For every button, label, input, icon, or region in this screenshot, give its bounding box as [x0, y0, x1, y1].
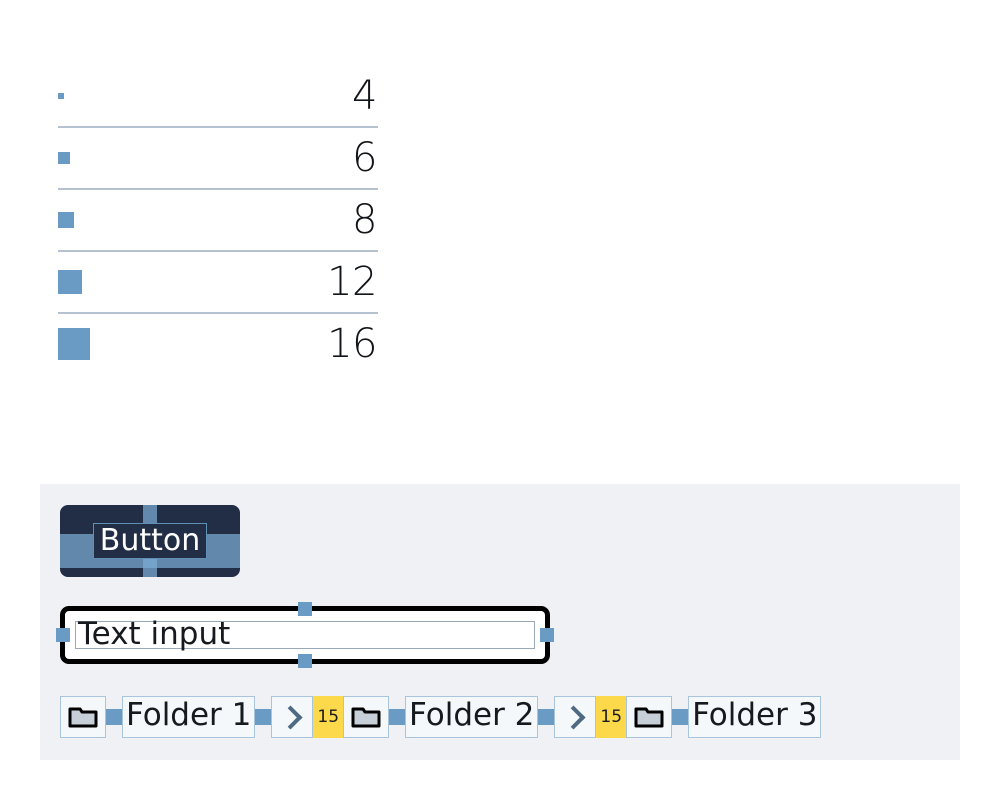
breadcrumb-item-icon-folder-2[interactable] [343, 696, 390, 738]
primary-button[interactable]: Button [60, 505, 240, 577]
breadcrumb-item-label: Folder 3 [692, 697, 818, 733]
breadcrumb-gap-marker [672, 709, 689, 725]
size-scale-value: 4 [352, 73, 377, 119]
padding-marker-left [56, 628, 70, 642]
breadcrumb-item-folder-2[interactable]: Folder 2 [405, 696, 539, 738]
padding-marker-right [540, 628, 554, 642]
chevron-right-icon [278, 704, 303, 730]
breadcrumb-item-folder-1[interactable]: Folder 1 [122, 696, 256, 738]
chevron-right-icon [561, 704, 586, 730]
breadcrumb-item-icon-folder-3[interactable] [626, 696, 673, 738]
text-input-value: Text input [78, 615, 231, 652]
breadcrumb-separator [271, 696, 314, 738]
breadcrumb-gap-value: 15 [317, 706, 340, 727]
size-scale-row: 4 [58, 66, 378, 128]
breadcrumb-item-icon-folder-1[interactable] [60, 696, 106, 738]
breadcrumb: Folder 1 15 Folder 2 15 [60, 696, 822, 738]
size-swatch [58, 93, 64, 99]
size-scale-value: 6 [352, 135, 377, 181]
padding-marker-bottom [298, 654, 312, 668]
size-swatch [58, 212, 74, 228]
breadcrumb-gap-value: 15 [600, 706, 623, 727]
breadcrumb-item-label: Folder 1 [126, 697, 252, 733]
folder-icon [351, 707, 381, 728]
component-preview-panel: Button Text input Folder 1 [40, 484, 960, 760]
size-swatch-cell [58, 152, 98, 164]
size-scale-row: 12 [58, 252, 378, 314]
breadcrumb-gap-marker [389, 709, 406, 725]
size-swatch [58, 270, 82, 294]
button-specimen: Button [60, 505, 240, 577]
breadcrumb-gap-marker [255, 709, 272, 725]
breadcrumb-separator [554, 696, 597, 738]
folder-icon [68, 707, 98, 728]
size-swatch-cell [58, 212, 98, 228]
text-input-content-bounds: Text input [75, 615, 535, 652]
text-input-specimen: Text input [56, 602, 554, 668]
breadcrumb-gap-badge: 15 [596, 696, 627, 738]
size-swatch [58, 152, 70, 164]
button-label: Button [99, 523, 201, 558]
size-swatch-cell [58, 93, 98, 99]
size-scale-row: 8 [58, 190, 378, 252]
size-scale-value: 12 [327, 259, 377, 305]
breadcrumb-item-folder-3[interactable]: Folder 3 [688, 696, 822, 738]
folder-icon [634, 707, 664, 728]
breadcrumb-gap-marker [106, 709, 122, 725]
size-scale-value: 16 [327, 321, 377, 367]
size-swatch [58, 328, 90, 360]
size-swatch-cell [58, 328, 98, 360]
button-label-bounds: Button [93, 523, 207, 559]
breadcrumb-gap-marker [538, 709, 555, 725]
breadcrumb-item-label: Folder 2 [409, 697, 535, 733]
size-scale-list: 4 6 8 12 16 [58, 66, 378, 374]
padding-marker-top [298, 602, 312, 616]
size-swatch-cell [58, 270, 98, 294]
size-scale-value: 8 [352, 197, 377, 243]
size-scale-row: 16 [58, 314, 378, 374]
breadcrumb-gap-badge: 15 [313, 696, 344, 738]
size-scale-row: 6 [58, 128, 378, 190]
